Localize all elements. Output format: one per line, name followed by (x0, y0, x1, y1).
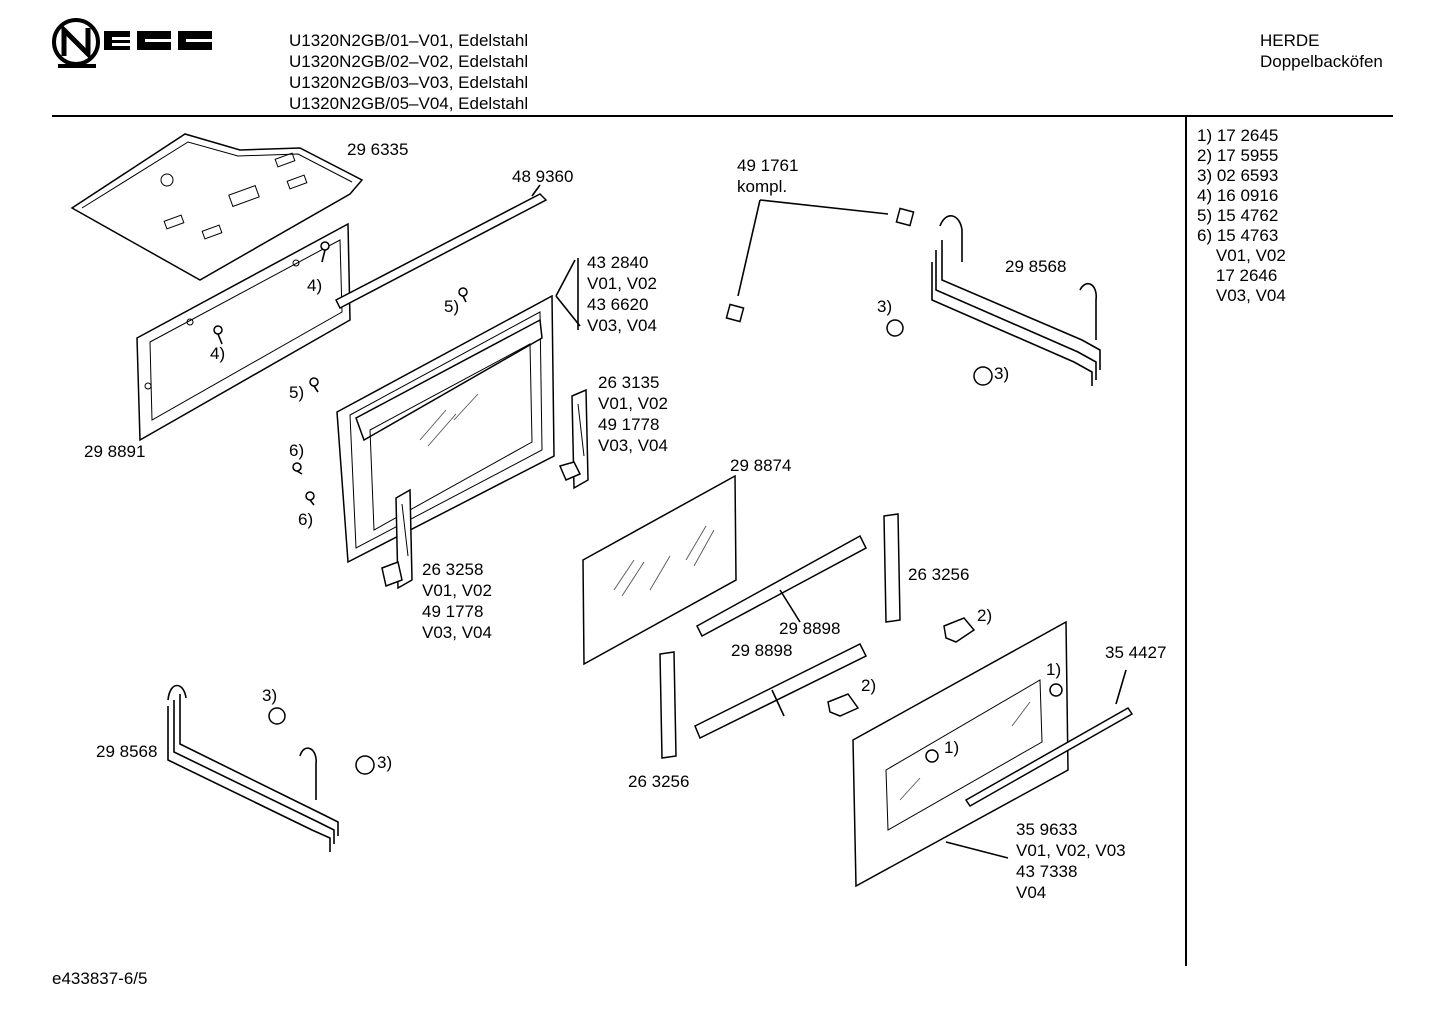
label-491778-b: 49 1778 (422, 602, 484, 621)
label-298898-b: 29 8898 (731, 641, 793, 660)
ref-6-b: 6) (298, 510, 314, 529)
footer-code: e433837-6/5 (52, 969, 148, 988)
legend-line-6: 6) 15 4763 (1197, 226, 1279, 245)
part-263258-hinge (381, 488, 413, 590)
part-298568-rack-bottom (167, 684, 339, 852)
legend-line-1: 1) 17 2645 (1197, 126, 1279, 145)
label-298891: 29 8891 (84, 442, 146, 461)
part-263256-strips (659, 513, 901, 759)
label-489360: 48 9360 (512, 167, 574, 186)
label-263256-bottom: 26 3256 (628, 772, 690, 791)
legend-line-2: 2) 17 5955 (1197, 146, 1279, 165)
label-432840-v: V01, V02 (587, 274, 657, 293)
ref-6-a: 6) (289, 441, 305, 460)
part-263135-hinge (558, 388, 589, 490)
model-line-2: U1320N2GB/02–V02, Edelstahl (289, 52, 529, 71)
part-354427-handle (964, 669, 1134, 807)
part-359633-outer-door (852, 620, 1069, 888)
clips-2 (827, 617, 976, 717)
label-491778-a-v: V03, V04 (598, 436, 668, 455)
label-354427: 35 4427 (1105, 643, 1167, 662)
legend-line-4: 4) 16 0916 (1197, 186, 1279, 205)
model-line-1: U1320N2GB/01–V01, Edelstahl (289, 31, 529, 50)
ref-1-a: 1) (1046, 660, 1062, 679)
label-296335: 29 6335 (347, 140, 409, 159)
label-432840: 43 2840 (587, 253, 649, 272)
ref-4-a: 4) (307, 276, 323, 295)
label-263258-v: V01, V02 (422, 581, 492, 600)
part-298568-rack-top (931, 215, 1101, 386)
part-298891-frame (136, 222, 351, 442)
neff-logo (52, 18, 212, 68)
part-489360-bar (334, 184, 548, 310)
label-263258: 26 3258 (422, 560, 484, 579)
part-296335-cover (70, 133, 364, 281)
ref-1-b: 1) (944, 738, 960, 757)
legend-line-5: 5) 15 4762 (1197, 206, 1279, 225)
label-263135: 26 3135 (598, 373, 660, 392)
category-title: HERDE (1260, 31, 1320, 50)
label-298898-a: 29 8898 (779, 619, 841, 638)
legend-line-9: V03, V04 (1197, 286, 1286, 305)
screws (213, 241, 468, 506)
label-359633: 35 9633 (1016, 820, 1078, 839)
label-436620-v: V03, V04 (587, 316, 657, 335)
label-298568-left: 29 8568 (96, 742, 158, 761)
part-491761-cubes (725, 199, 915, 323)
label-491778-b-v: V03, V04 (422, 623, 492, 642)
label-298568-top: 29 8568 (1005, 257, 1067, 276)
ref-3-a: 3) (877, 297, 893, 316)
ref-3-d: 3) (377, 753, 393, 772)
model-line-4: U1320N2GB/05–V04, Edelstahl (289, 94, 529, 113)
ref-2-b: 2) (861, 676, 877, 695)
label-437338-v: V04 (1016, 883, 1047, 902)
ref-4-b: 4) (210, 344, 226, 363)
label-491761: 49 1761 (737, 156, 799, 175)
label-436620: 43 6620 (587, 295, 649, 314)
legend-line-7: V01, V02 (1197, 246, 1286, 265)
subcategory-title: Doppelbacköfen (1260, 52, 1383, 71)
feet-3 (268, 319, 993, 775)
legend-line-3: 3) 02 6593 (1197, 166, 1279, 185)
model-line-3: U1320N2GB/03–V03, Edelstahl (289, 73, 529, 92)
label-491778-a: 49 1778 (598, 415, 660, 434)
ref-5-b: 5) (289, 383, 305, 402)
label-298874: 29 8874 (730, 456, 792, 475)
label-kompl: kompl. (737, 177, 788, 196)
part-432840-inner-door (336, 258, 581, 564)
ref-2-a: 2) (977, 606, 993, 625)
part-298874-glass (582, 474, 737, 666)
part-298898-profiles (694, 534, 868, 740)
legend-line-8: 17 2646 (1197, 266, 1278, 285)
ref-3-c: 3) (262, 686, 278, 705)
label-263135-v: V01, V02 (598, 394, 668, 413)
label-263256-right: 26 3256 (908, 565, 970, 584)
label-359633-v: V01, V02, V03 (1016, 841, 1126, 860)
ref-3-b: 3) (994, 364, 1010, 383)
label-437338: 43 7338 (1016, 862, 1078, 881)
ref-5-a: 5) (444, 297, 460, 316)
